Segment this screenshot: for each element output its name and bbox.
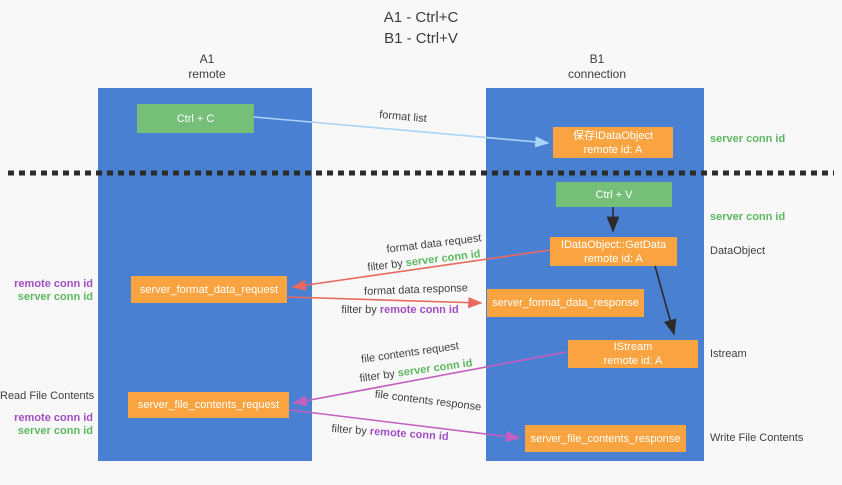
filter-prefix: filter by xyxy=(366,257,404,274)
label-filter-by-server-conn-id-1: filter by server conn id xyxy=(367,248,481,274)
column-a1-name: A1 xyxy=(199,52,215,66)
column-a1-role: remote xyxy=(188,67,226,81)
node-server-format-data-response: server_format_data_response xyxy=(487,289,644,317)
label-format-data-response: format data response xyxy=(363,282,469,298)
node-istream-line2: remote id: A xyxy=(603,355,663,367)
label-istream: Istream xyxy=(710,348,747,360)
node-file-response-label: server_file_contents_response xyxy=(530,432,681,445)
label-write-file-contents: Write File Contents xyxy=(710,432,804,444)
label-file-conn-ids-left: remote conn id server conn id xyxy=(0,412,93,438)
filter-prefix: filter by xyxy=(358,368,396,385)
node-server-format-data-request: server_format_data_request xyxy=(131,276,287,303)
remote-conn-id-label: remote conn id xyxy=(14,412,93,424)
label-server-conn-id-top: server conn id xyxy=(710,133,786,145)
diagram-title: A1 - Ctrl+C B1 - Ctrl+V xyxy=(0,7,842,49)
node-istream: IStream remote id: A xyxy=(568,340,698,368)
arrow-format-data-response xyxy=(287,296,483,309)
filter-value-remote-conn-id: remote conn id xyxy=(379,304,459,316)
node-save-idataobject-line2: remote id: A xyxy=(583,143,643,156)
node-ctrl-v: Ctrl + V xyxy=(556,182,672,207)
node-getdata-line2: remote id: A xyxy=(584,252,643,265)
filter-value-remote-conn-id: remote conn id xyxy=(369,425,449,444)
label-server-conn-id-mid: server conn id xyxy=(710,211,786,223)
node-format-response-label: server_format_data_response xyxy=(492,297,639,309)
node-ctrl-v-label: Ctrl + V xyxy=(595,188,633,201)
node-save-idataobject-line1: 保存IDataObject xyxy=(572,129,654,142)
node-file-request-label: server_file_contents_request xyxy=(137,399,280,411)
node-server-file-contents-request: server_file_contents_request xyxy=(128,392,289,418)
column-b1-name: B1 xyxy=(589,52,605,66)
node-ctrl-c-label: Ctrl + C xyxy=(176,112,215,125)
column-b1-role: connection xyxy=(567,67,627,81)
title-line-2: B1 - Ctrl+V xyxy=(384,30,458,47)
label-filter-by-remote-conn-id-2: filter by remote conn id xyxy=(331,423,449,443)
label-format-conn-ids-left: remote conn id server conn id xyxy=(0,278,93,304)
node-idataobject-getdata: IDataObject::GetData remote id: A xyxy=(550,237,677,266)
column-header-a1: A1 remote xyxy=(107,52,307,82)
server-conn-id-label: server conn id xyxy=(17,291,93,303)
node-ctrl-c: Ctrl + C xyxy=(137,104,254,133)
label-filter-by-remote-conn-id-1: filter by remote conn id xyxy=(341,304,458,316)
column-header-b1: B1 connection xyxy=(497,52,697,82)
node-format-request-label: server_format_data_request xyxy=(139,283,279,296)
filter-value-server-conn-id: server conn id xyxy=(397,357,474,380)
filter-prefix: filter by xyxy=(341,304,377,316)
remote-conn-id-label: remote conn id xyxy=(14,278,93,290)
node-server-file-contents-response: server_file_contents_response xyxy=(525,425,686,452)
label-read-file-contents: Read File Contents xyxy=(0,390,95,402)
server-conn-id-label: server conn id xyxy=(17,425,93,437)
title-line-1: A1 - Ctrl+C xyxy=(383,9,459,26)
label-dataobject: DataObject xyxy=(710,245,766,257)
label-format-list: format list xyxy=(378,108,428,126)
node-getdata-line1: IDataObject::GetData xyxy=(560,238,667,251)
node-save-idataobject: 保存IDataObject remote id: A xyxy=(553,127,673,158)
filter-prefix: filter by xyxy=(331,422,368,438)
node-istream-line1: IStream xyxy=(613,341,653,353)
label-file-contents-response: file contents response xyxy=(374,388,482,414)
